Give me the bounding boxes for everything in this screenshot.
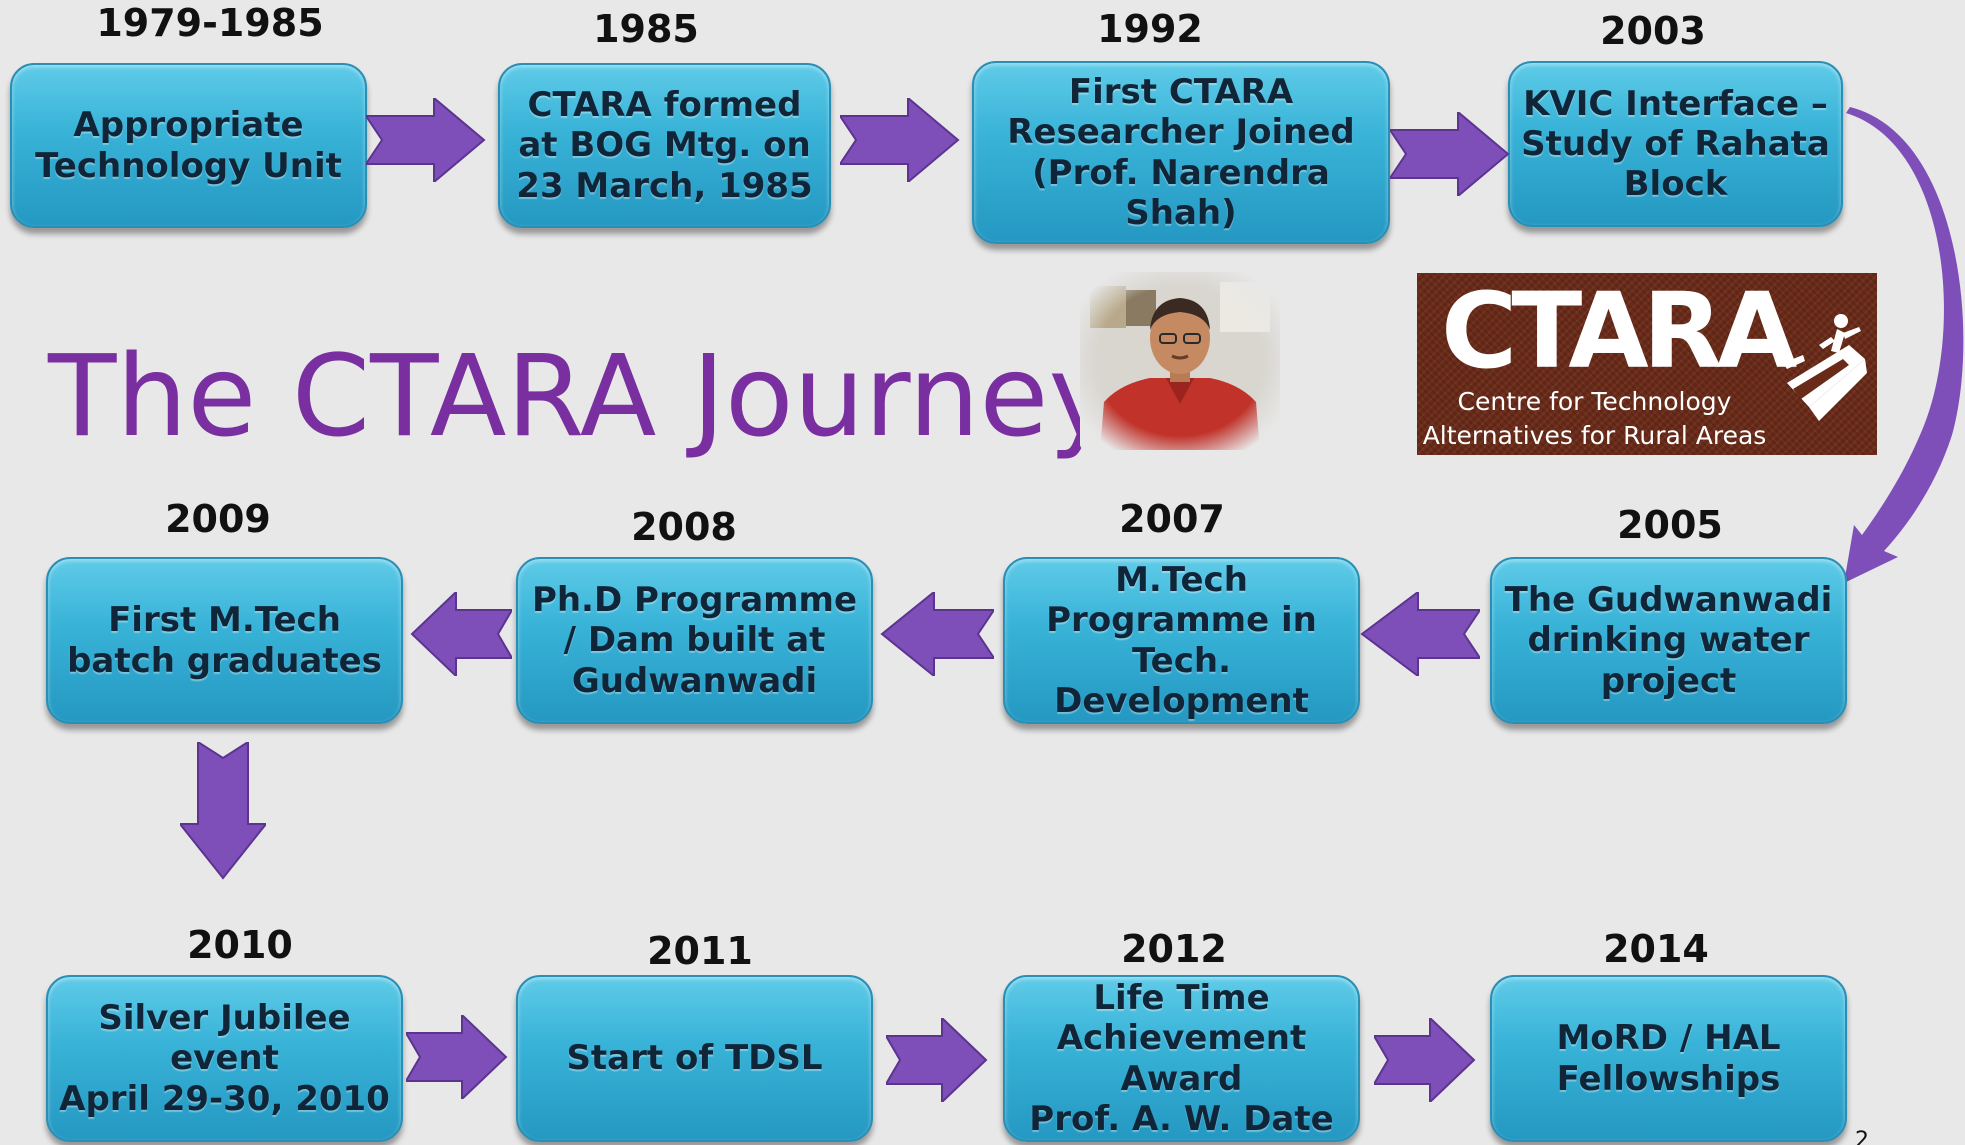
milestone-year: 2014: [1603, 927, 1709, 971]
milestone-text: Silver Jubilee event April 29-30, 2010: [59, 998, 390, 1119]
milestone-box: M.Tech Programme in Tech. Development: [1003, 557, 1360, 724]
logo-tagline-2: Alternatives for Rural Areas: [1422, 421, 1767, 450]
milestone-box: Ph.D Programme / Dam built at Gudwanwadi: [516, 557, 873, 724]
milestone-box: Appropriate Technology Unit: [10, 63, 367, 228]
arrow-down-icon: [180, 742, 266, 880]
arrow-right-icon: [1374, 1018, 1476, 1102]
milestone-year: 2009: [165, 497, 271, 541]
milestone-box: The Gudwanwadi drinking water project: [1490, 557, 1847, 724]
arrow-right-icon: [886, 1018, 988, 1102]
milestone-box: Start of TDSL: [516, 975, 873, 1142]
arrow-left-icon: [880, 592, 994, 676]
portrait-photo: [1080, 272, 1280, 450]
milestone-year: 1985: [593, 7, 699, 51]
arrow-left-icon: [410, 592, 512, 676]
milestone-box: First CTARA Researcher Joined (Prof. Nar…: [972, 61, 1390, 244]
milestone-text: First CTARA Researcher Joined (Prof. Nar…: [1007, 72, 1355, 233]
milestone-box: MoRD / HAL Fellowships: [1490, 975, 1847, 1142]
milestone-text: Life Time Achievement Award Prof. A. W. …: [1029, 978, 1334, 1139]
milestone-box: Life Time Achievement Award Prof. A. W. …: [1003, 975, 1360, 1142]
milestone-text: First M.Tech batch graduates: [67, 600, 382, 681]
arrow-right-icon: [1390, 112, 1510, 196]
curved-arrow-icon: [1844, 107, 1964, 583]
milestone-year: 1992: [1097, 7, 1203, 51]
arrow-right-icon: [406, 1015, 508, 1099]
milestone-text: CTARA formed at BOG Mtg. on 23 March, 19…: [516, 85, 813, 206]
milestone-year: 2007: [1119, 497, 1225, 541]
milestone-year: 2003: [1600, 9, 1706, 53]
milestone-text: KVIC Interface – Study of Rahata Block: [1521, 83, 1830, 205]
milestone-year: 2012: [1121, 927, 1227, 971]
ctara-logo: CTARA Centre for Technology Alternatives…: [1417, 273, 1877, 455]
milestone-text: Appropriate Technology Unit: [35, 105, 342, 186]
milestone-text: M.Tech Programme in Tech. Development: [1046, 560, 1317, 721]
milestone-year: 2010: [187, 923, 293, 967]
milestone-text: Start of TDSL: [566, 1038, 823, 1079]
milestone-box: KVIC Interface – Study of Rahata Block: [1508, 61, 1843, 227]
arrow-right-icon: [366, 98, 486, 182]
logo-tagline-1: Centre for Technology: [1457, 387, 1732, 416]
page-number: 2: [1855, 1128, 1869, 1145]
logo-emblem-icon: [1783, 314, 1867, 421]
milestone-box: First M.Tech batch graduates: [46, 557, 403, 724]
milestone-box: Silver Jubilee event April 29-30, 2010: [46, 975, 403, 1142]
milestone-text: The Gudwanwadi drinking water project: [1504, 580, 1833, 701]
arrow-left-icon: [1360, 592, 1480, 676]
milestone-year: 2005: [1617, 503, 1723, 547]
milestone-text: Ph.D Programme / Dam built at Gudwanwadi: [531, 580, 858, 701]
arrow-right-icon: [840, 98, 960, 182]
milestone-year: 2008: [631, 505, 737, 549]
milestone-box: CTARA formed at BOG Mtg. on 23 March, 19…: [498, 63, 831, 228]
page-title: The CTARA Journey: [48, 332, 1115, 462]
milestone-year: 2011: [647, 929, 753, 973]
logo-wordmark: CTARA: [1441, 270, 1797, 392]
milestone-text: MoRD / HAL Fellowships: [1556, 1018, 1781, 1099]
milestone-year: 1979-1985: [96, 1, 324, 45]
